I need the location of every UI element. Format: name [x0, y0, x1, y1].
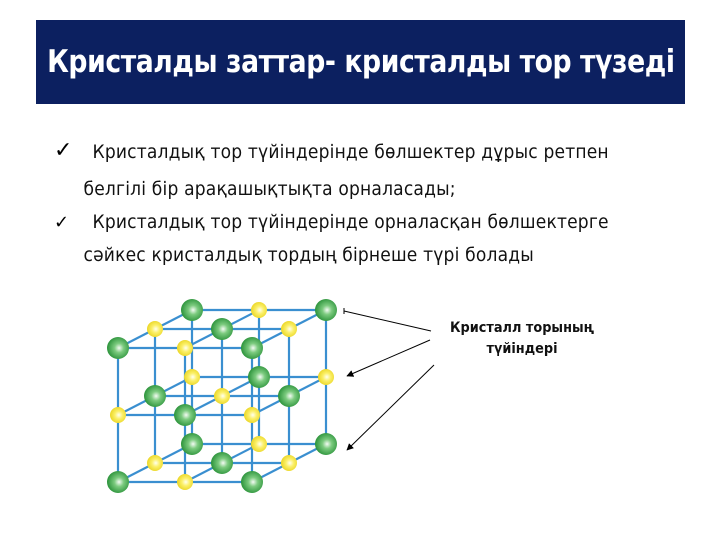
label-line: түйіндері: [486, 341, 558, 357]
bullet-item: ✓ Кристалдық тор түйіндерінде орналасқан…: [52, 206, 674, 272]
check-icon: ✓: [54, 138, 73, 163]
bullet-line: белгілі бір арақашықтықта орналасады;: [83, 178, 456, 200]
bullet-list: ✓ Кристалдық тор түйіндерінде бөлшектер …: [52, 134, 674, 272]
bullet-line: сәйкес кристалдық тордың бірнеше түрі бо…: [83, 244, 534, 266]
title-bar: Кристалды заттар- кристалды тор түзеді: [36, 20, 685, 104]
check-icon: ✓: [54, 212, 70, 233]
lattice-bonds: [116, 308, 328, 484]
lattice-atoms: [107, 299, 337, 493]
bullet-line: Кристалдық тор түйіндерінде бөлшектер дұ…: [92, 141, 609, 163]
diagram-label: Кристалл торының түйіндері: [439, 318, 605, 360]
slide-title: Кристалды заттар- кристалды тор түзеді: [46, 44, 675, 80]
pointer-arrows: [343, 308, 435, 451]
label-line: Кристалл торының: [449, 320, 595, 336]
bullet-item: ✓ Кристалдық тор түйіндерінде бөлшектер …: [52, 134, 674, 208]
bullet-line: Кристалдық тор түйіндерінде орналасқан б…: [92, 211, 609, 233]
